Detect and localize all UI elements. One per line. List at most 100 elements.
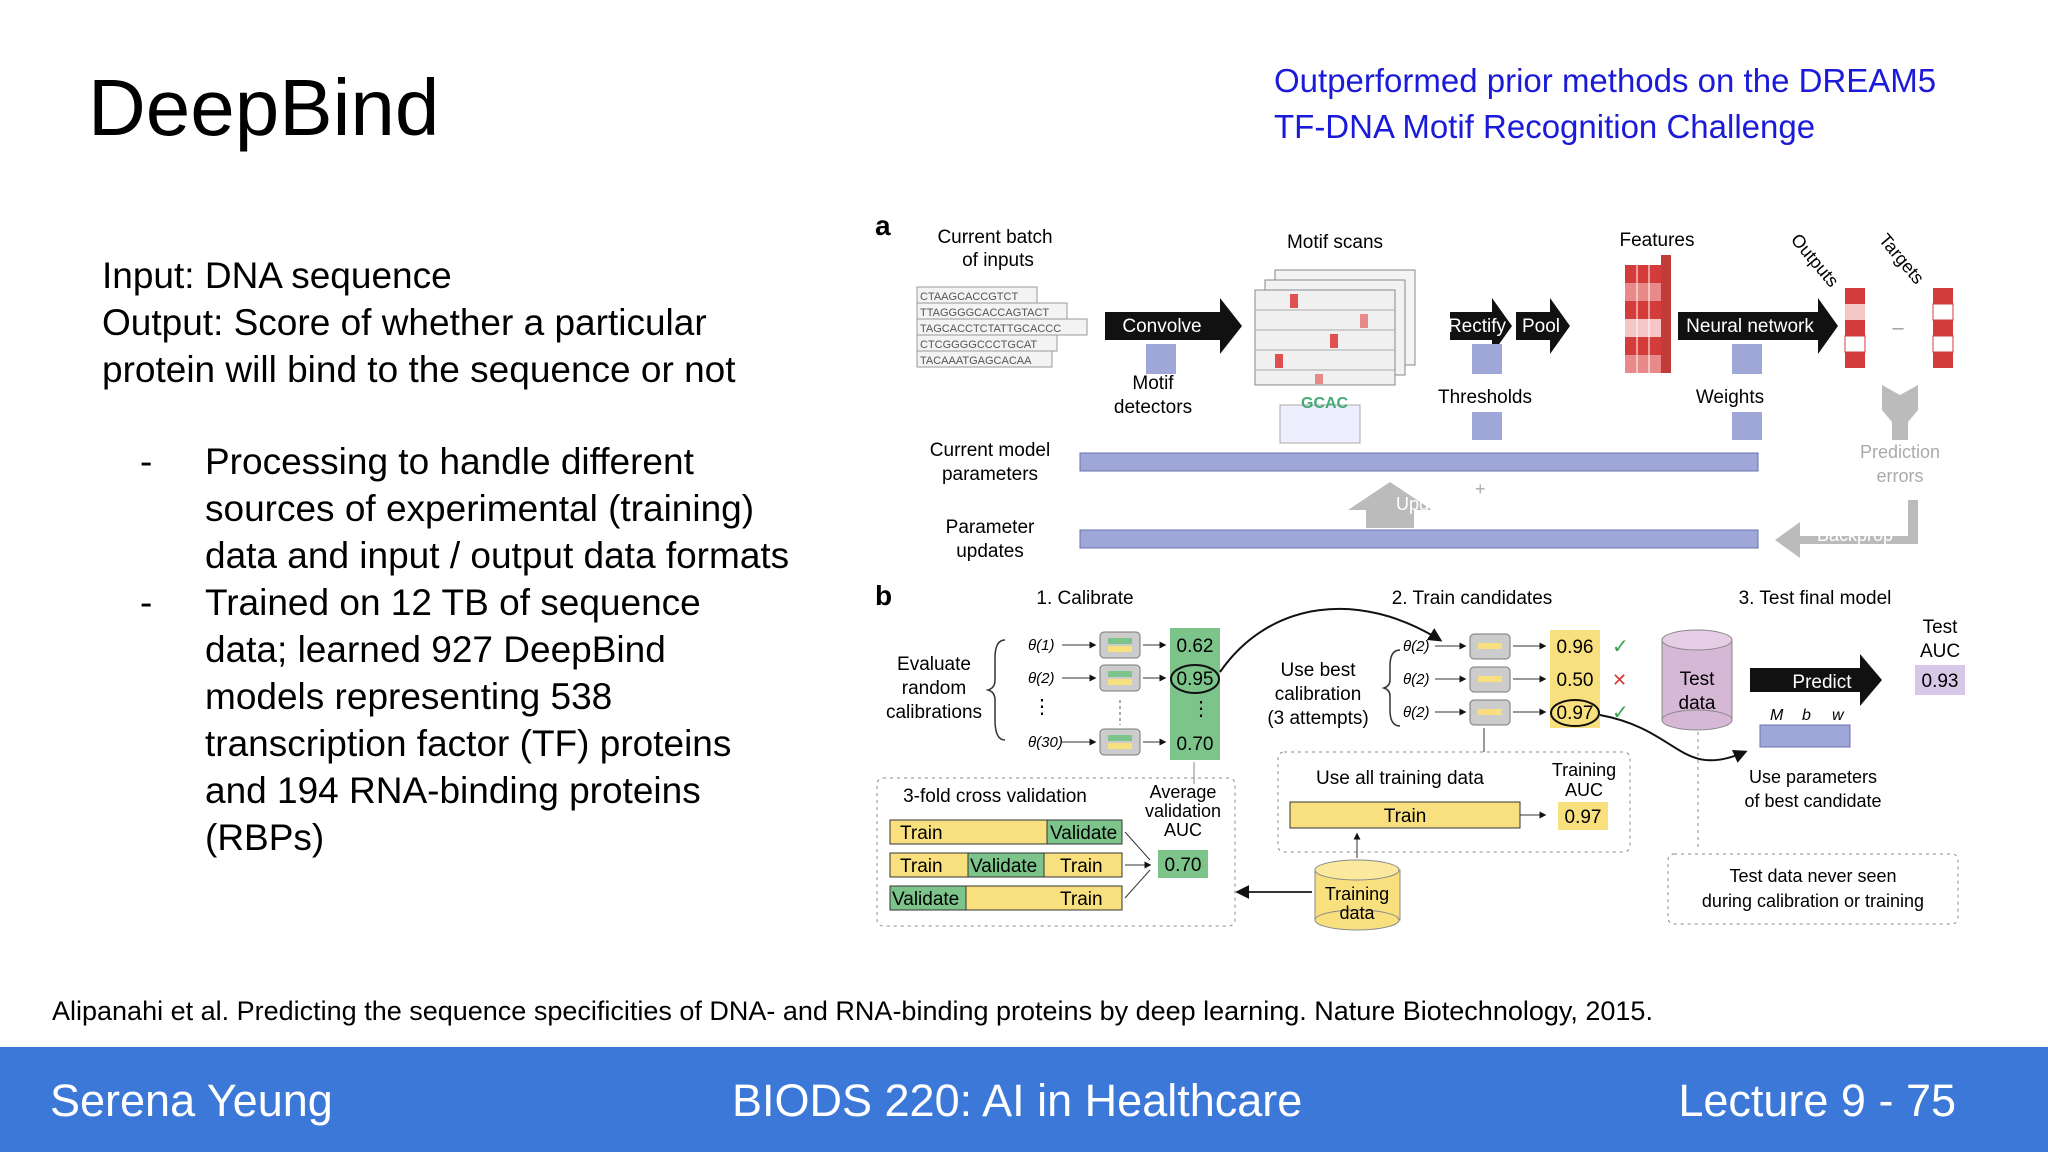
- test-data-line: Test: [1680, 669, 1716, 690]
- best-candidate-arrow: [1599, 714, 1748, 763]
- slide-title: DeepBind: [88, 63, 440, 152]
- neural-network-arrow: [1678, 298, 1838, 354]
- backprop-arrow: [1775, 500, 1918, 558]
- pool-arrow: [1516, 298, 1570, 354]
- param-letter: b: [1802, 707, 1811, 724]
- targets-label: Targets: [1875, 230, 1928, 288]
- evaluate-line: calibrations: [886, 702, 982, 723]
- io-line: Input: DNA sequence: [102, 255, 452, 296]
- weights-label: Weights: [1696, 387, 1764, 408]
- candidate-theta: θ(2): [1403, 704, 1429, 721]
- cv-row: Train Validate: [889, 819, 1123, 845]
- candidate-auc: 0.97: [1557, 703, 1594, 724]
- train-bar: [1289, 801, 1521, 829]
- never-seen-line: Test data never seen: [1729, 866, 1896, 886]
- sequence-text: TTAGGGGCACCAGTACT: [920, 307, 1049, 319]
- rectify-arrow: [1450, 298, 1512, 354]
- cv-cell: Validate: [970, 856, 1037, 877]
- auc-ellipsis: ⋮: [1191, 698, 1211, 720]
- cv-connector: [1124, 869, 1151, 899]
- note-line: TF-DNA Motif Recognition Challenge: [1274, 108, 1816, 145]
- theta-label: θ(2): [1028, 670, 1054, 687]
- batch-label-line: of inputs: [962, 250, 1034, 271]
- rectify-label: Rectify: [1448, 316, 1507, 337]
- motif-detectors-line: Motif: [1132, 373, 1174, 394]
- neural-network-label: Neural network: [1686, 316, 1814, 337]
- sequence-text: TAGCACCTCTATTGCACCC: [920, 323, 1061, 335]
- motif-logo: [1279, 404, 1361, 444]
- features-label: Features: [1620, 230, 1695, 251]
- performance-note: Outperformed prior methods on the DREAM5…: [1274, 58, 1936, 150]
- test-auc-box: [1915, 665, 1965, 695]
- use-best-line: calibration: [1275, 684, 1362, 705]
- cv-cell: Train: [1060, 889, 1103, 910]
- update-label: Update: [1396, 494, 1454, 514]
- panel-b-label: b: [875, 580, 892, 611]
- sequence-text: CTCGGGGCCCTGCAT: [920, 339, 1037, 351]
- avg-auc-value: 0.70: [1165, 855, 1202, 876]
- update-arrow: [1348, 482, 1432, 528]
- motif-detector-block: [1146, 344, 1176, 374]
- batch-label-line: Current batch: [937, 227, 1052, 248]
- prediction-errors-line: errors: [1876, 466, 1923, 486]
- evaluate-line: Evaluate: [897, 654, 971, 675]
- calibration-auc: 0.95: [1177, 669, 1214, 690]
- training-data-cylinder: [1314, 859, 1401, 931]
- never-seen-line: during calibration or training: [1702, 891, 1924, 911]
- candidate-mark: ✓: [1612, 636, 1629, 658]
- convolve-arrow: [1105, 298, 1242, 354]
- cv-row: Validate Train: [889, 885, 1123, 911]
- evaluate-line: random: [902, 678, 966, 699]
- param-updates-line: updates: [956, 541, 1024, 562]
- training-data-line: Training: [1325, 884, 1389, 904]
- thresholds-label: Thresholds: [1438, 387, 1532, 408]
- best-candidate-circle: [1550, 699, 1600, 727]
- output-column: [1844, 288, 1866, 368]
- bullet-item: - Processing to handle different sources…: [140, 438, 845, 579]
- motif-scans-label: Motif scans: [1287, 232, 1383, 253]
- citation: Alipanahi et al. Predicting the sequence…: [52, 996, 1653, 1026]
- bullet-dash: -: [140, 441, 153, 482]
- predict-arrow: [1750, 654, 1882, 706]
- target-column: [1932, 288, 1954, 368]
- predict-label: Predict: [1792, 672, 1852, 693]
- theta-ellipsis: ⋮: [1032, 696, 1052, 718]
- training-auc-label-line: AUC: [1565, 780, 1603, 800]
- bullet-line: data and input / output data formats: [205, 535, 790, 576]
- candidate-theta: θ(2): [1403, 638, 1429, 655]
- bullet-line: data; learned 927 DeepBind: [205, 629, 666, 670]
- sequence-text: CTAAGCACCGTCT: [920, 291, 1018, 303]
- motif-detectors-line: detectors: [1114, 397, 1192, 418]
- bullet-text: Trained on 12 TB of sequence data; learn…: [205, 579, 845, 861]
- avg-validation-line: validation: [1145, 801, 1221, 821]
- footer-course: BIODS 220: AI in Healthcare: [732, 1075, 1303, 1126]
- param-updates-bar: [1079, 529, 1759, 549]
- use-all-training-label: Use all training data: [1316, 768, 1484, 789]
- panel-a-label: a: [875, 210, 891, 241]
- bullet-dash: -: [140, 582, 153, 623]
- io-line: protein will bind to the sequence or not: [102, 349, 736, 390]
- feature-grid: [1625, 255, 1671, 373]
- avg-validation-line: AUC: [1164, 820, 1202, 840]
- current-params-line: parameters: [942, 464, 1038, 485]
- motif-logo-text: GCAC: [1301, 395, 1349, 412]
- bullet-list: - Processing to handle different sources…: [140, 438, 845, 861]
- sequence-text: TACAAATGAGCACAA: [920, 355, 1032, 367]
- cross-validation-box: [876, 777, 1236, 927]
- final-params-bar: [1759, 724, 1851, 748]
- bullet-line: Trained on 12 TB of sequence: [205, 582, 701, 623]
- cross-validation-label: 3-fold cross validation: [903, 786, 1087, 807]
- pool-label: Pool: [1522, 316, 1560, 337]
- backprop-label: Backprop: [1817, 525, 1893, 545]
- cv-cell: Train: [900, 856, 943, 877]
- use-all-training-box: [1277, 751, 1631, 853]
- motif-scans-stack: [1254, 269, 1416, 386]
- param-letter: w: [1832, 707, 1845, 724]
- use-params-line: Use parameters: [1749, 767, 1877, 787]
- threshold-block: [1472, 344, 1502, 374]
- bullet-item: - Trained on 12 TB of sequence data; lea…: [140, 579, 845, 861]
- test-auc-label-line: Test: [1923, 617, 1959, 638]
- slide-footer: Serena Yeung BIODS 220: AI in Healthcare…: [0, 1047, 2048, 1152]
- weight-param-block: [1732, 412, 1762, 440]
- test-auc-label-line: AUC: [1920, 641, 1960, 662]
